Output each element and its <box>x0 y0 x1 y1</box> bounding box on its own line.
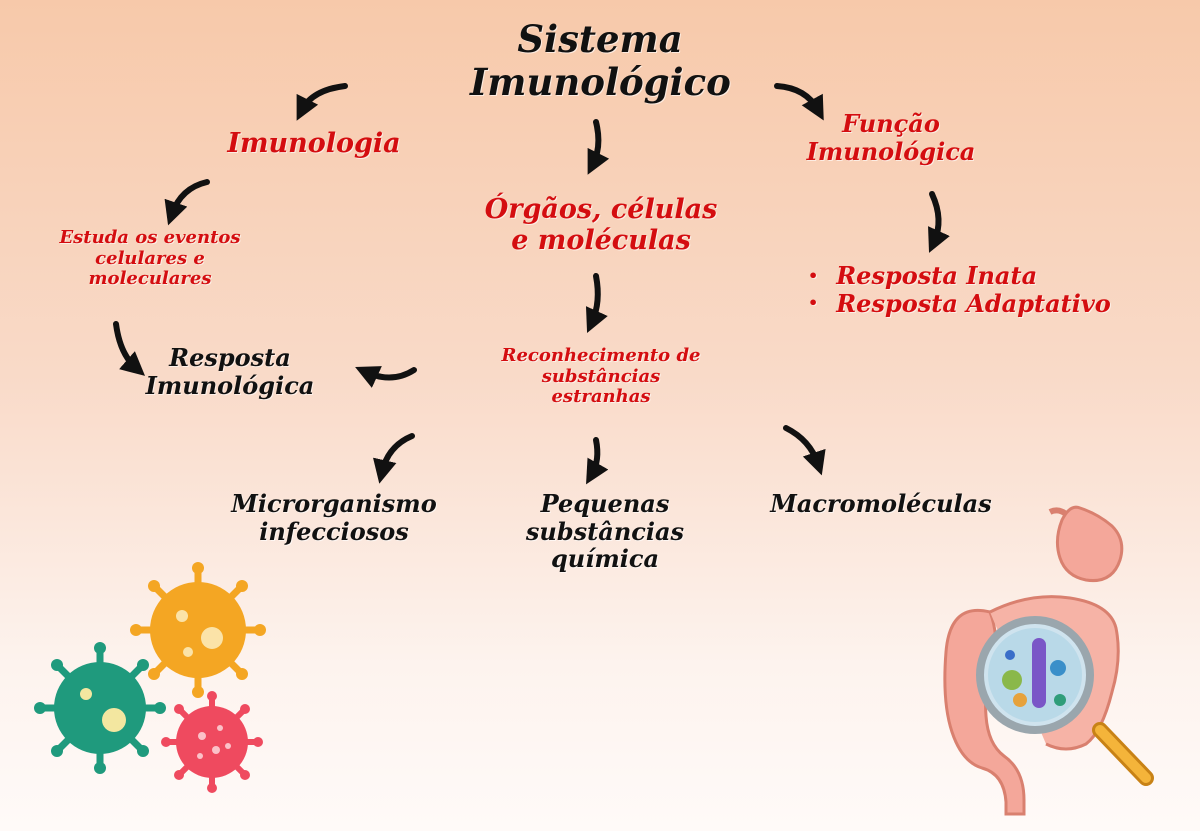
small-line-3: química <box>550 544 660 574</box>
node-macromoleculas: Macromoléculas <box>756 490 1006 518</box>
list-item: • Resposta Inata <box>808 262 1168 290</box>
node-microrganismo: Microrganismo infecciosos <box>216 490 452 545</box>
recognition-line-1: Reconhecimento de <box>501 345 701 366</box>
node-imunologia: Imunologia <box>214 128 414 159</box>
virus-icon-orange <box>130 562 266 698</box>
node-respostas-list: • Resposta Inata • Resposta Adaptativo <box>808 262 1168 317</box>
node-reconhecimento: Reconhecimento de substâncias estranhas <box>478 345 724 408</box>
node-orgaos-celulas: Órgãos, células e moléculas <box>466 194 736 256</box>
bullet-icon: • <box>808 293 819 313</box>
arrow-to-macromolecules <box>783 425 826 476</box>
macromoleculas-label: Macromoléculas <box>770 489 992 518</box>
arrow-to-small-substances <box>586 437 609 485</box>
title-line-1: Sistema <box>517 17 683 61</box>
arrow-title-to-funcao <box>774 83 824 121</box>
study-line-3: moleculares <box>88 268 212 290</box>
arrow-imunologia-to-study <box>164 179 210 226</box>
response-line-2: Imunológica <box>145 370 315 400</box>
study-line-1: Estuda os eventos <box>59 227 241 248</box>
arrow-funcao-to-responses <box>928 191 950 253</box>
magnifier-icon <box>976 616 1154 786</box>
arrow-title-to-imunologia <box>296 83 348 121</box>
bullet-icon: • <box>808 265 819 285</box>
virus-icon-green <box>34 642 166 774</box>
small-line-1: Pequenas <box>540 489 670 518</box>
imunologia-label: Imunologia <box>227 128 401 159</box>
micro-line-1: Microrganismo <box>231 489 437 518</box>
response-line-1: Resposta <box>169 343 291 372</box>
node-pequenas-substancias: Pequenas substâncias química <box>510 490 700 573</box>
arrow-to-microorganisms <box>373 433 415 484</box>
node-resposta-imunologica: Resposta Imunológica <box>120 344 340 399</box>
node-funcao-imunologica: Função Imunológica <box>786 110 996 165</box>
node-estuda-eventos: Estuda os eventos celulares e moleculare… <box>30 227 270 290</box>
funcao-line-1: Função <box>842 109 940 138</box>
micro-line-2: infecciosos <box>259 516 409 546</box>
title-line-2: Imunológico <box>470 59 731 104</box>
virus-icon-red <box>161 691 263 793</box>
list-item: • Resposta Adaptativo <box>808 288 1168 318</box>
study-line-2: celulares e <box>95 247 205 269</box>
arrow-organs-to-recognition <box>585 273 608 333</box>
responses-list: • Resposta Inata • Resposta Adaptativo <box>808 262 1168 317</box>
small-line-2: substâncias <box>525 516 685 546</box>
funcao-line-2: Imunológica <box>806 136 976 166</box>
arrow-study-to-response <box>113 321 146 376</box>
response-inata: Resposta Inata <box>836 261 1038 290</box>
organs-line-1: Órgãos, células <box>484 194 718 225</box>
recognition-line-3: estranhas <box>551 386 651 408</box>
organs-line-2: e moléculas <box>511 225 691 257</box>
recognition-line-2: substâncias <box>541 365 661 387</box>
title-sistema-imunologico: Sistema Imunológico <box>470 17 731 104</box>
arrow-recognition-to-response <box>355 366 417 388</box>
arrow-title-to-organs <box>587 119 610 175</box>
response-adaptativo: Resposta Adaptativo <box>836 288 1111 318</box>
